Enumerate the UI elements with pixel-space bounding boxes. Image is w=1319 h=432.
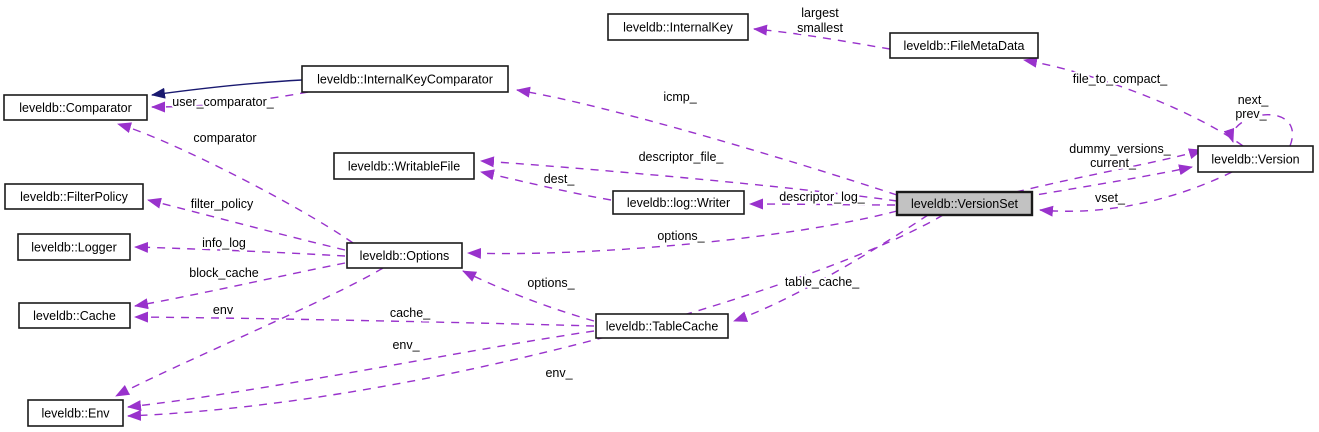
edge-versionset-version-current — [1023, 164, 1193, 198]
edge-label-dest: dest_ — [544, 172, 576, 186]
edge-tablecache-env — [127, 330, 595, 412]
edge-label-current: current_ — [1090, 156, 1137, 170]
edge-options-logger — [134, 241, 346, 257]
edge-versionset-version-dummy — [1015, 148, 1203, 193]
node-label-options: leveldb::Options — [360, 249, 450, 263]
edge-label-options-vs: options_ — [657, 229, 705, 243]
edge-label-cache: cache_ — [390, 306, 431, 320]
edge-label-info-log: info_log — [202, 236, 246, 250]
node-leveldb-version[interactable]: leveldb::Version — [1197, 145, 1314, 173]
edge-label-env: env — [213, 303, 234, 317]
edge-label-descriptor-log: descriptor_log_ — [779, 190, 866, 204]
node-label-tablecache: leveldb::TableCache — [606, 319, 719, 333]
edge-tablecache-cache — [134, 311, 595, 327]
node-label-internalkeycomparator: leveldb::InternalKeyComparator — [317, 72, 493, 86]
node-label-log-writer: leveldb::log::Writer — [627, 196, 730, 210]
node-label-filterpolicy: leveldb::FilterPolicy — [20, 190, 128, 204]
edge-label-descriptor-file: descriptor_file_ — [639, 150, 725, 164]
node-leveldb-writablefile[interactable]: leveldb::WritableFile — [333, 152, 475, 180]
edge-label-icmp: icmp_ — [663, 90, 697, 104]
edge-versionset-logwriter — [749, 198, 896, 210]
node-label-version: leveldb::Version — [1211, 152, 1299, 166]
node-label-internalkey: leveldb::InternalKey — [623, 20, 734, 34]
edge-labels: largest smallest file_to_compact_ next_ … — [170, 4, 1271, 382]
edge-versionset-tablecache — [733, 214, 929, 322]
edge-versionset-icmp — [516, 86, 898, 196]
edge-label-env-tc: env_ — [392, 338, 420, 352]
edge-filemetadata-internalkey — [753, 24, 891, 50]
node-label-writablefile: leveldb::WritableFile — [348, 159, 460, 173]
node-label-logger: leveldb::Logger — [31, 240, 116, 254]
node-leveldb-log-writer[interactable]: leveldb::log::Writer — [612, 190, 745, 215]
node-leveldb-filemetadata[interactable]: leveldb::FileMetaData — [889, 32, 1039, 59]
node-leveldb-internalkey[interactable]: leveldb::InternalKey — [607, 13, 749, 41]
edge-label-options-tc: options_ — [527, 276, 575, 290]
nodes: leveldb::InternalKey leveldb::FileMetaDa… — [3, 13, 1314, 427]
node-label-filemetadata: leveldb::FileMetaData — [904, 39, 1025, 53]
node-label-cache: leveldb::Cache — [33, 309, 116, 323]
edge-options-filterpolicy — [147, 197, 346, 251]
edge-version-versionset-vset — [1039, 171, 1233, 217]
edge-logwriter-writablefile — [480, 169, 612, 201]
edge-label-comparator: comparator — [193, 131, 256, 145]
edge-label-dummy-versions: dummy_versions_ — [1069, 142, 1171, 156]
edge-label-user-comparator: user_comparator_ — [172, 95, 274, 109]
edge-version-self-loop — [1223, 114, 1293, 147]
edge-label-block-cache: block_cache — [189, 266, 259, 280]
edge-label-env-vs: env_ — [545, 366, 573, 380]
edge-icmp-comparator-inheritance — [151, 79, 303, 99]
node-leveldb-cache[interactable]: leveldb::Cache — [18, 302, 131, 329]
node-label-versionset: leveldb::VersionSet — [911, 197, 1019, 211]
edge-label-smallest: smallest — [797, 21, 843, 35]
edge-label-table-cache: table_cache_ — [785, 275, 860, 289]
edge-label-next: next_ — [1238, 93, 1270, 107]
edge-versionset-writablefile — [480, 156, 898, 202]
node-leveldb-tablecache[interactable]: leveldb::TableCache — [595, 313, 729, 339]
node-leveldb-env[interactable]: leveldb::Env — [27, 399, 124, 427]
edge-label-vset: vset_ — [1095, 191, 1126, 205]
edges — [115, 24, 1293, 421]
edge-versionset-options — [467, 210, 898, 259]
node-leveldb-comparator[interactable]: leveldb::Comparator — [3, 94, 148, 121]
edge-icmp-comparator-user — [151, 91, 309, 113]
node-leveldb-logger[interactable]: leveldb::Logger — [17, 233, 131, 261]
node-leveldb-internalkeycomparator[interactable]: leveldb::InternalKeyComparator — [301, 65, 509, 93]
edge-label-largest: largest — [801, 6, 839, 20]
node-leveldb-options[interactable]: leveldb::Options — [346, 242, 463, 269]
edge-tablecache-options — [462, 270, 595, 322]
edge-label-file-to-compact: file_to_compact_ — [1073, 72, 1169, 86]
edge-options-comparator — [117, 122, 354, 244]
edge-label-prev: prev_ — [1235, 107, 1267, 121]
edge-options-cache — [134, 262, 346, 310]
node-leveldb-filterpolicy[interactable]: leveldb::FilterPolicy — [4, 183, 144, 210]
edge-versionset-env — [127, 214, 944, 421]
edge-label-filter-policy: filter_policy — [191, 197, 254, 211]
node-leveldb-versionset[interactable]: leveldb::VersionSet — [895, 190, 1034, 217]
node-label-env: leveldb::Env — [41, 406, 110, 420]
edge-options-env — [115, 267, 384, 397]
node-label-comparator: leveldb::Comparator — [19, 101, 132, 115]
